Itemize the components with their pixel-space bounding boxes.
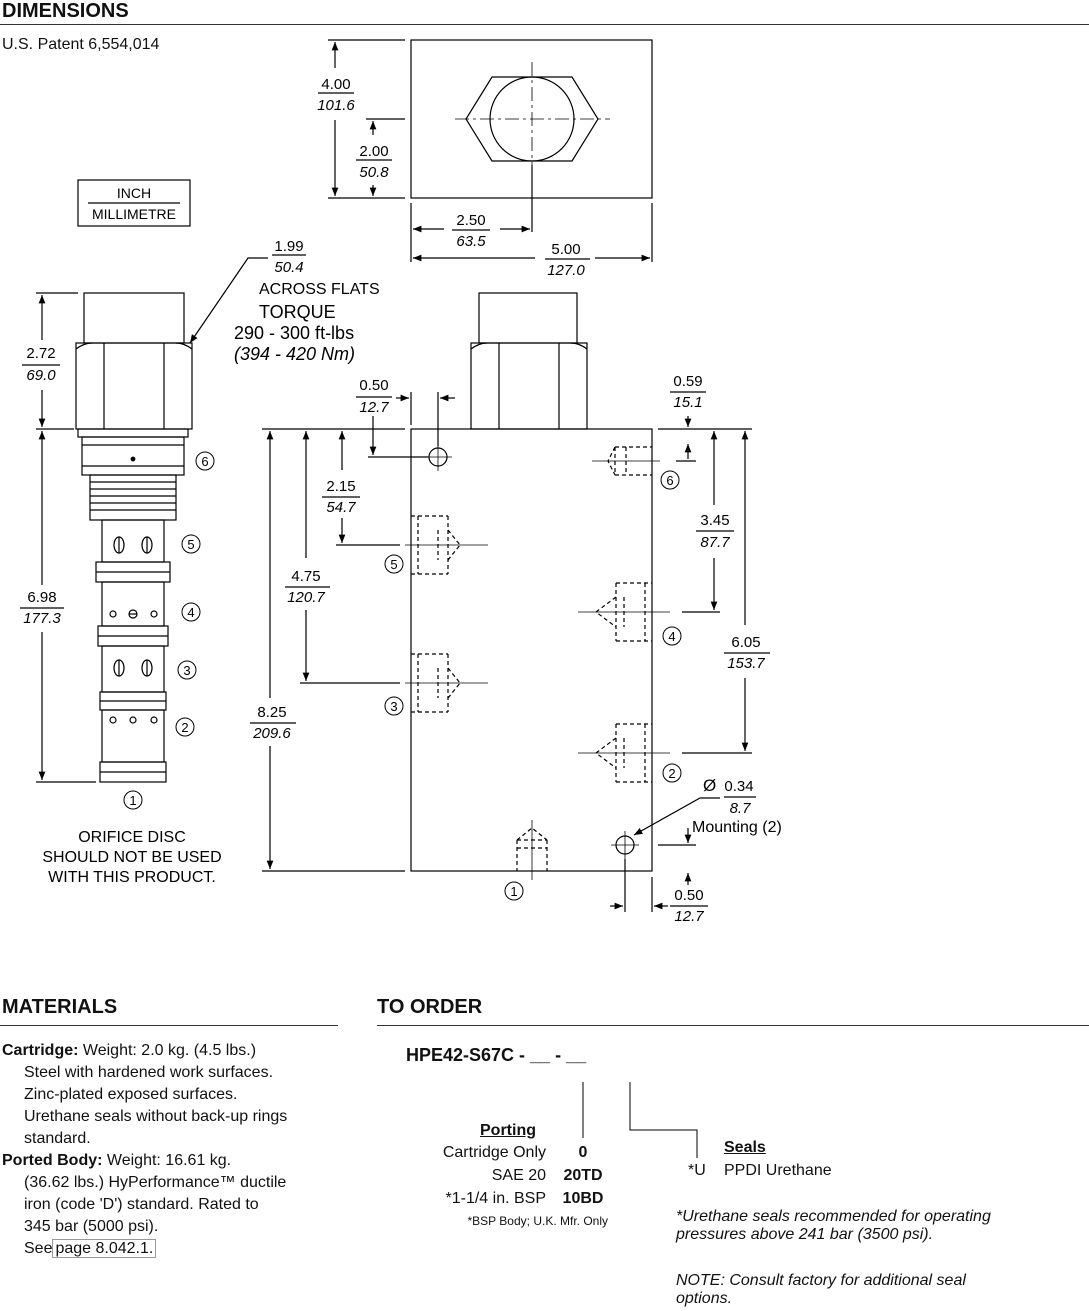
cart-port-label: 2 [181,720,188,735]
unit-mm: MILLIMETRE [92,206,176,222]
body-port-label: 1 [510,884,517,899]
dim-half-height-in: 2.00 [359,143,388,160]
cart-port-label: 1 [129,793,136,808]
body-port3-in: 4.75 [291,568,320,585]
body-port-label: 6 [666,473,673,488]
across-flats-mm: 50.4 [274,259,303,276]
torque-value: 290 - 300 ft-lbs [234,323,354,343]
cart-port-label: 5 [187,537,194,552]
dim-half-height-mm: 50.8 [359,164,389,181]
cartridge-line: standard. [24,1130,91,1147]
body-port5-in: 2.15 [326,478,355,495]
across-flats-in: 1.99 [274,238,303,255]
factory-note-line: NOTE: Consult factory for additional sea… [676,1272,966,1289]
patent-text: U.S. Patent 6,554,014 [2,36,160,53]
dim-half-width-in: 2.50 [456,212,485,229]
to-order-title: TO ORDER [377,996,483,1018]
see-prefix: See [24,1240,53,1257]
cart-top-mm: 69.0 [26,367,56,384]
body-line: 345 bar (5000 psi). [24,1218,159,1235]
body-offset-right-mm: 15.1 [673,394,702,411]
porting-row-label: *1-1/4 in. BSP [445,1190,547,1207]
orifice-note-line: SHOULD NOT BE USED [42,849,221,866]
order-leaders [582,1082,698,1158]
body-port4-in: 3.45 [700,512,729,529]
cart-body-mm: 177.3 [23,610,61,627]
body-offset-bottom-in: 0.50 [674,887,703,904]
dim-width-in: 5.00 [551,241,580,258]
materials-title: MATERIALS [2,996,118,1018]
unit-inch: INCH [117,185,151,201]
dimensions-title: DIMENSIONS [2,0,129,22]
hole-in: 0.34 [724,778,753,795]
to-order-rule [377,1025,1089,1026]
porting-row-code: 10BD [562,1190,604,1207]
cart-port-label: 4 [187,605,194,620]
torque-metric: (394 - 420 Nm) [234,344,355,364]
seals-row-code: *U [688,1162,706,1179]
dim-half-width-mm: 63.5 [456,233,486,250]
porting-row-label: Cartridge Only [442,1144,546,1161]
body-total-in: 8.25 [257,704,286,721]
page-link[interactable]: page 8.042.1. [52,1239,157,1258]
body-line: (36.62 lbs.) HyPerformance™ ductile [24,1174,287,1191]
seals-note: *Urethane seals recommended for operatin… [676,1208,991,1244]
cart-body-in: 6.98 [27,589,56,606]
body-drawing [405,292,670,880]
body-offset-top-in: 0.50 [359,377,388,394]
materials-block: Cartridge: Weight: 2.0 kg. (4.5 lbs.) St… [2,1040,342,1260]
porting-row-code: 20TD [563,1167,603,1184]
hole-mm: 8.7 [730,800,752,817]
body-port4-mm: 87.7 [700,534,730,551]
model-code: HPE42-S67C - __ - __ [406,1045,587,1065]
cartridge-line: Urethane seals without back-up rings [24,1108,288,1125]
unit-box [77,179,191,227]
body-port5-mm: 54.7 [326,499,356,516]
materials-rule [0,1025,338,1026]
porting-row-code: 0 [578,1144,588,1161]
dimension-drawing: INCH MILLIMETRE 4.00 101.6 2.00 50.8 2.5… [20,39,782,925]
body-offset-right-in: 0.59 [673,373,702,390]
factory-note: NOTE: Consult factory for additional sea… [676,1272,966,1308]
body-total-mm: 209.6 [252,725,291,742]
dimensions-rule [0,24,1089,25]
body-port-label: 4 [668,629,675,644]
across-flats-label: ACROSS FLATS [259,281,380,298]
cart-top-in: 2.72 [26,345,55,362]
dim-width-mm: 127.0 [547,262,585,279]
orifice-note-line: ORIFICE DISC [78,829,186,846]
body-port3-mm: 120.7 [287,589,325,606]
dim-height-in: 4.00 [321,76,350,93]
porting-footnote: *BSP Body; U.K. Mfr. Only [467,1214,609,1228]
body-port2-in: 6.05 [731,634,760,651]
factory-note-line: options. [676,1290,733,1307]
cartridge-label: Cartridge: [2,1042,79,1059]
porting-row-label: SAE 20 [491,1167,546,1184]
body-label: Ported Body: [2,1152,103,1169]
cart-port-label: 6 [201,454,208,469]
cartridge-line: Zinc-plated exposed surfaces. [24,1086,238,1103]
body-line: iron (code 'D') standard. Rated to [24,1196,259,1213]
seals-header: Seals [724,1139,766,1156]
cartridge-drawing [75,292,193,783]
dim-height-mm: 101.6 [317,97,355,114]
body-port-label: 5 [390,557,397,572]
seals-note-line: pressures above 241 bar (3500 psi). [676,1226,934,1243]
seals-note-line: *Urethane seals recommended for operatin… [676,1208,991,1225]
body-port2-mm: 153.7 [727,655,765,672]
body-weight: Weight: 16.61 kg. [102,1152,232,1169]
seals-row-label: PPDI Urethane [724,1162,832,1179]
diameter-symbol: Ø [703,776,716,795]
cart-port-label: 3 [183,663,190,678]
porting-header: Porting [480,1122,536,1139]
cartridge-line: Steel with hardened work surfaces. [24,1064,274,1081]
body-port-label: 3 [390,699,397,714]
body-offset-top-mm: 12.7 [359,399,389,416]
mounting-label: Mounting (2) [692,819,782,836]
torque-title: TORQUE [259,302,336,322]
orifice-note-line: WITH THIS PRODUCT. [48,869,216,886]
body-port-label: 2 [668,766,675,781]
body-offset-bottom-mm: 12.7 [674,908,704,925]
cartridge-weight: Weight: 2.0 kg. (4.5 lbs.) [78,1042,257,1059]
